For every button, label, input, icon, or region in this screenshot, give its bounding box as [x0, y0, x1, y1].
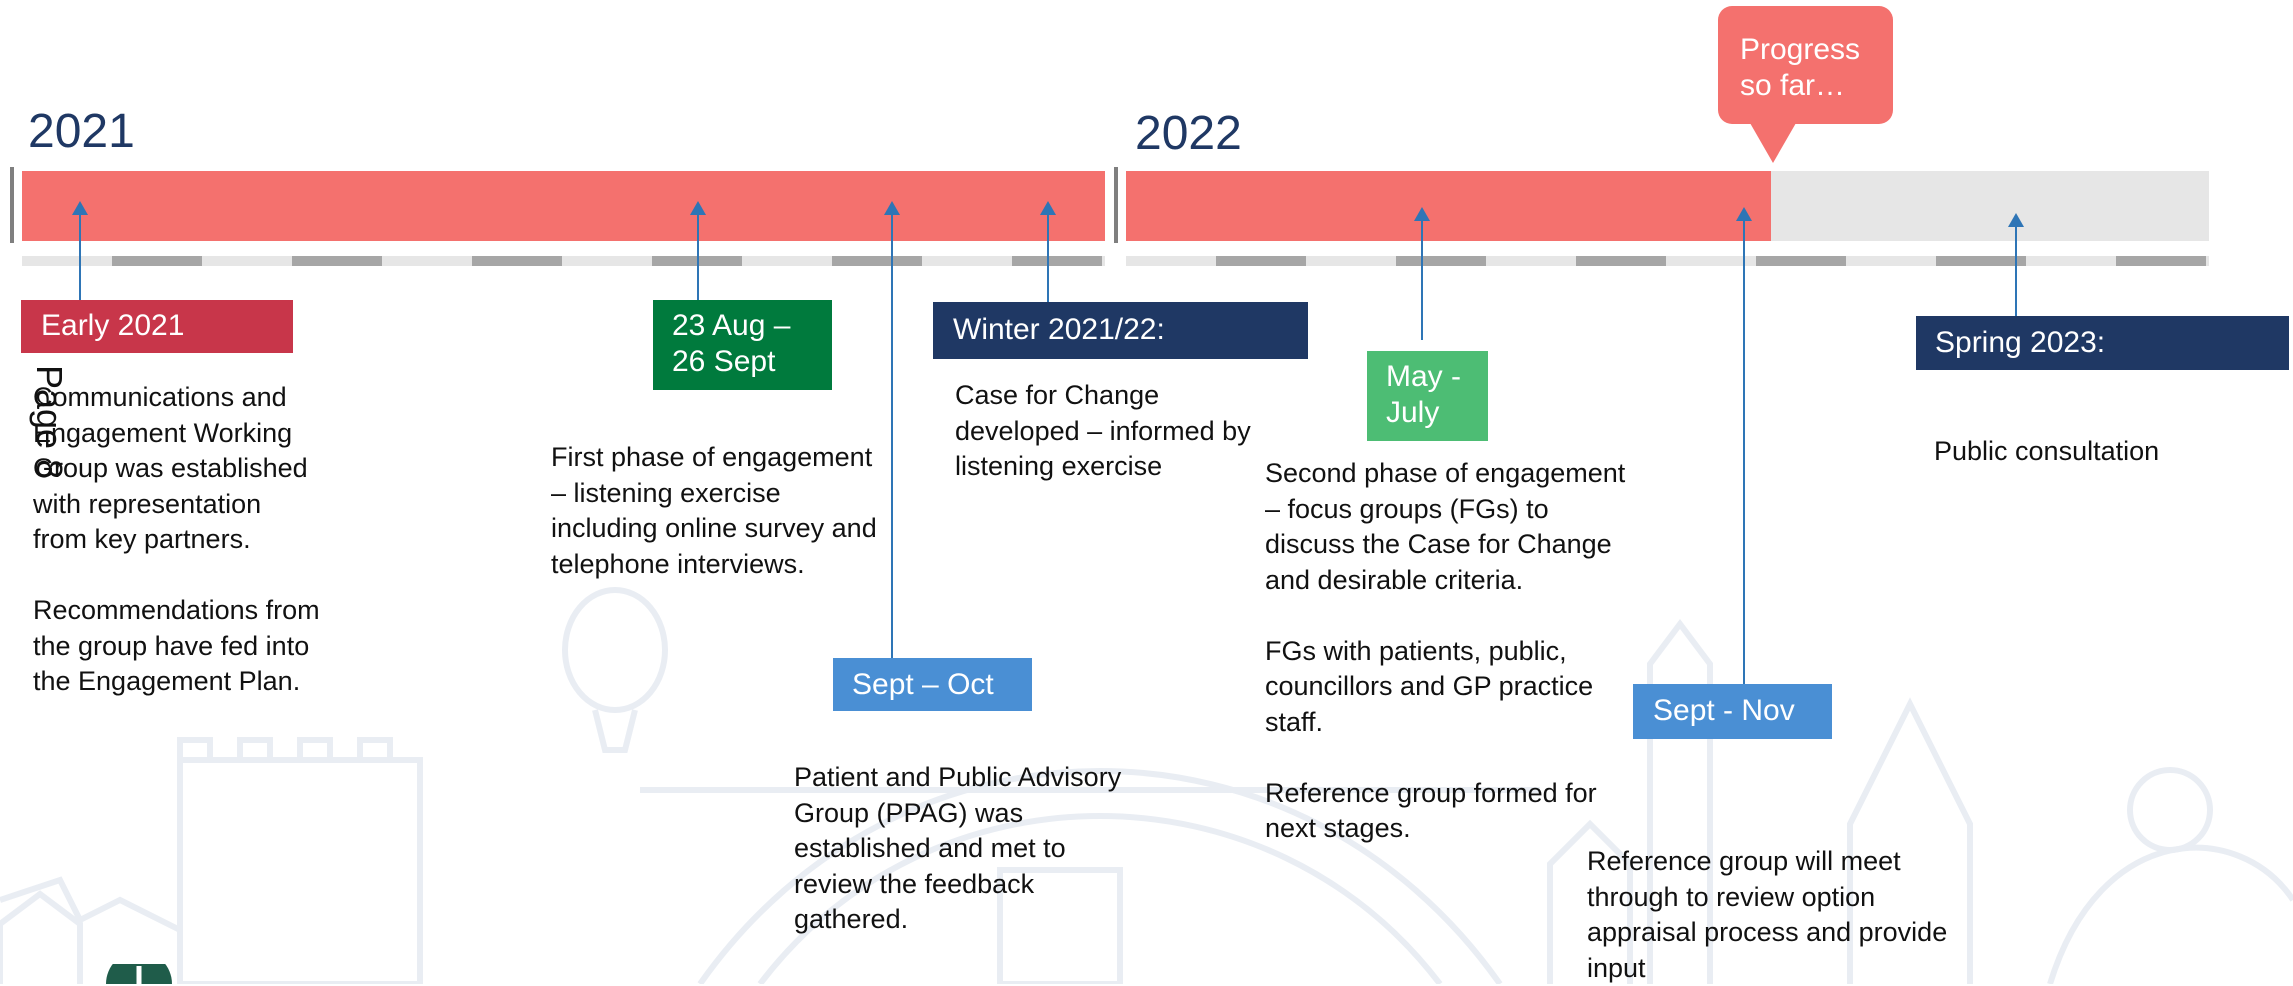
- timeline-2022-remaining-bar: [1771, 171, 2209, 241]
- milestone-description-spring-2023: Public consultation: [1934, 436, 2160, 466]
- month-tick: [1012, 256, 1102, 266]
- milestone-label-sept-oct: Sept – Oct: [833, 658, 1032, 711]
- arrow-head-early-2021: [72, 201, 88, 215]
- month-tick: [1936, 256, 2026, 266]
- timeline-start-separator: [10, 167, 14, 243]
- milestone-label-aug-sept: 23 Aug – 26 Sept: [653, 300, 832, 390]
- arrow-line-winter: [1047, 212, 1049, 302]
- month-tick: [472, 256, 562, 266]
- milestone-label-spring-2023: Spring 2023:: [1916, 316, 2289, 370]
- year-2021: 2021: [28, 105, 135, 158]
- milestone-description-early-2021: Communications and Engagement Working Gr…: [33, 382, 320, 696]
- milestone-description-sept-oct: Patient and Public Advisory Group (PPAG)…: [794, 762, 1122, 934]
- page-number: Page 8: [29, 365, 70, 480]
- arrow-head-winter: [1040, 201, 1056, 215]
- milestone-label-winter: Winter 2021/22:: [933, 302, 1308, 359]
- month-strip-2021: [22, 256, 1105, 266]
- arrow-head-spring-2023: [2008, 213, 2024, 227]
- month-tick: [832, 256, 922, 266]
- milestone-label-may-july: May - July: [1367, 351, 1488, 441]
- month-tick: [292, 256, 382, 266]
- arrow-line-spring-2023: [2015, 224, 2017, 316]
- month-tick: [1396, 256, 1486, 266]
- arrow-line-sept-oct: [891, 212, 893, 658]
- progress-callout-text: Progress so far…: [1740, 33, 1861, 102]
- milestone-description-winter: Case for Change developed – informed by …: [955, 380, 1251, 481]
- milestone-description-aug-sept: First phase of engagement – listening ex…: [551, 442, 877, 579]
- year-separator: [1114, 167, 1118, 243]
- arrow-line-early-2021: [79, 212, 81, 300]
- month-strip-2022: [1126, 256, 2209, 266]
- month-tick: [1756, 256, 1846, 266]
- progress-callout-pointer: [1750, 123, 1796, 163]
- arrow-line-sept-nov: [1743, 218, 1745, 684]
- timeline-2021-bar: [22, 171, 1105, 241]
- arrow-head-sept-oct: [884, 201, 900, 215]
- arrow-head-aug-sept: [690, 201, 706, 215]
- arrow-head-may-july: [1414, 207, 1430, 221]
- year-2022: 2022: [1135, 107, 1242, 160]
- arrow-line-aug-sept: [697, 212, 699, 302]
- timeline-2022-progress-bar: [1126, 171, 1771, 241]
- nhs-logo-icon: [106, 964, 172, 984]
- month-tick: [2116, 256, 2206, 266]
- arrow-line-may-july: [1421, 218, 1423, 340]
- milestone-description-sept-nov: Reference group will meet through to rev…: [1587, 846, 1948, 983]
- milestone-description-may-july: Second phase of engagement – focus group…: [1265, 458, 1626, 843]
- month-tick: [112, 256, 202, 266]
- month-tick: [1576, 256, 1666, 266]
- progress-callout: Progress so far…: [1718, 6, 1893, 124]
- arrow-head-sept-nov: [1736, 207, 1752, 221]
- milestone-label-early-2021: Early 2021: [21, 300, 293, 353]
- month-tick: [1216, 256, 1306, 266]
- milestone-label-sept-nov: Sept - Nov: [1633, 684, 1832, 739]
